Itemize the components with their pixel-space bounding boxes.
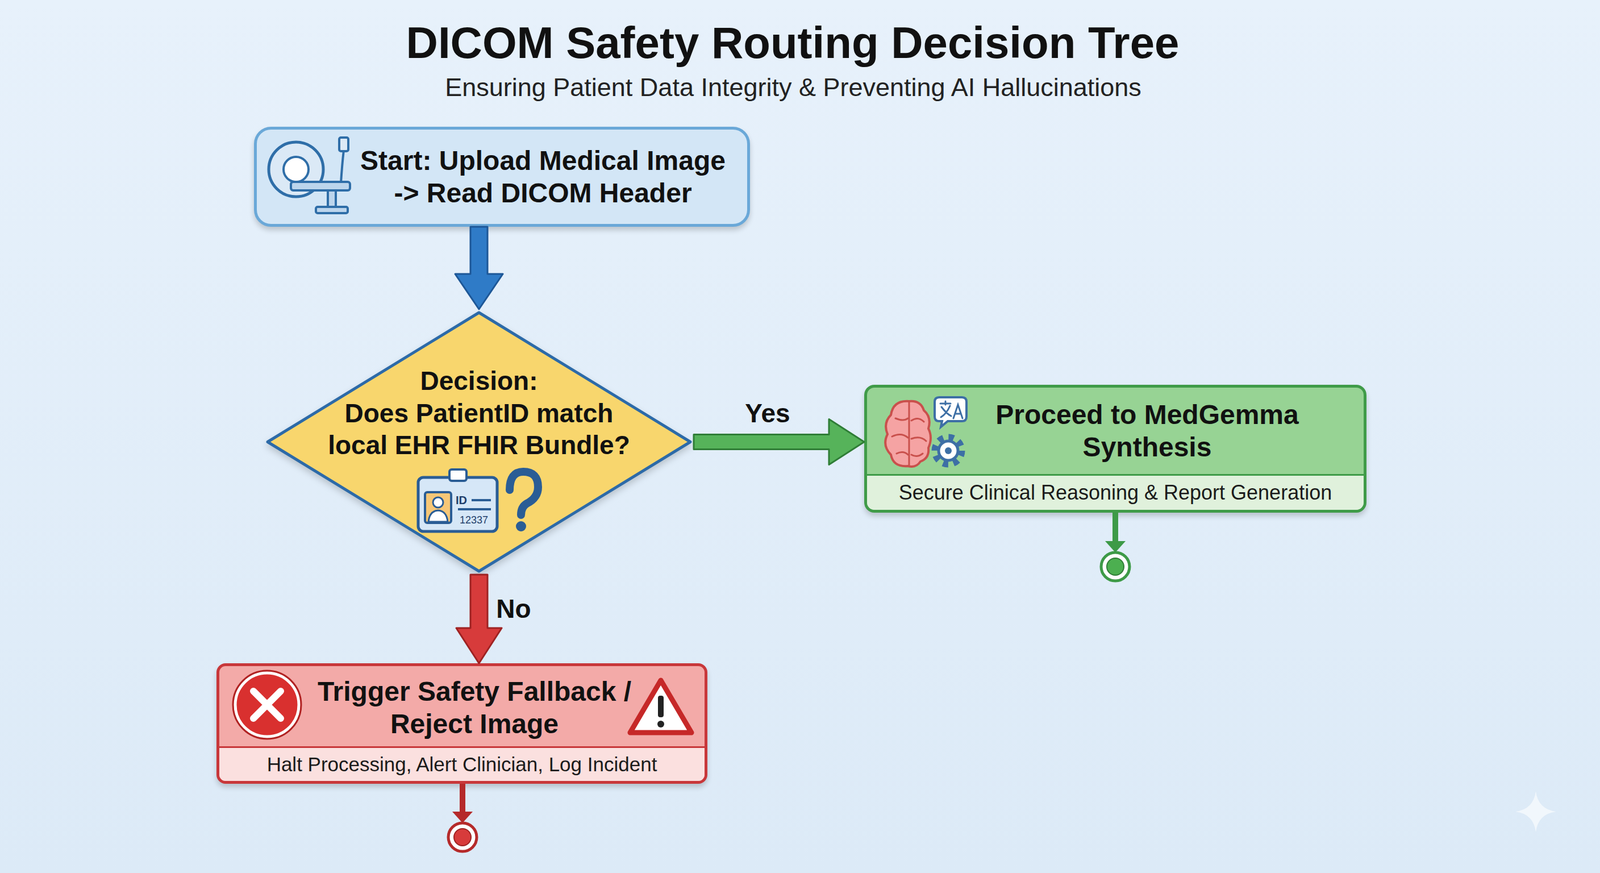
terminal-dot <box>1106 557 1124 575</box>
decision-diamond: Decision:Does PatientID match local EHR … <box>264 309 694 575</box>
terminal-dot <box>453 828 472 846</box>
subtitle: Ensuring Patient Data Integrity & Preven… <box>225 70 1362 105</box>
process-detail: Secure Clinical Reasoning & Report Gener… <box>867 475 1364 510</box>
edge-label: Yes <box>710 397 825 429</box>
start-label: Start: Upload Medical Image -> Read DICO… <box>356 129 730 224</box>
terminal-head <box>452 811 473 823</box>
watermark-sparkle <box>1515 790 1557 832</box>
end-terminal <box>1101 512 1130 581</box>
decision-heading: Decision: <box>319 364 639 397</box>
start-box: Start: Upload Medical Image -> Read DICO… <box>253 126 750 227</box>
process-box: Proceed to MedGemma SynthesisSecure Clin… <box>864 384 1367 513</box>
fallback-box: Trigger Safety Fallback / Reject ImageHa… <box>216 663 708 784</box>
id-number: 12337 <box>448 513 500 527</box>
fallback-detail: Halt Processing, Alert Clinician, Log In… <box>219 747 705 781</box>
diamond-shape <box>267 312 691 572</box>
decision-question: Does PatientID match local EHR FHIR Bund… <box>319 397 639 461</box>
end-terminal <box>448 783 477 852</box>
flow-arrow <box>456 574 502 664</box>
edge-label: No <box>456 592 571 625</box>
fallback-heading: Trigger Safety Fallback / Reject Image <box>303 675 645 740</box>
diagram-title: DICOM Safety Routing Decision Tree <box>224 15 1361 70</box>
process-heading: Proceed to MedGemma Synthesis <box>976 398 1318 464</box>
terminal-ring <box>448 822 477 852</box>
flow-arrow <box>455 226 503 310</box>
id-card-text: ID <box>444 493 479 507</box>
terminal-head <box>1105 540 1126 553</box>
terminal-stem <box>459 783 466 813</box>
terminal-stem <box>1112 512 1119 543</box>
terminal-ring <box>1101 552 1130 581</box>
